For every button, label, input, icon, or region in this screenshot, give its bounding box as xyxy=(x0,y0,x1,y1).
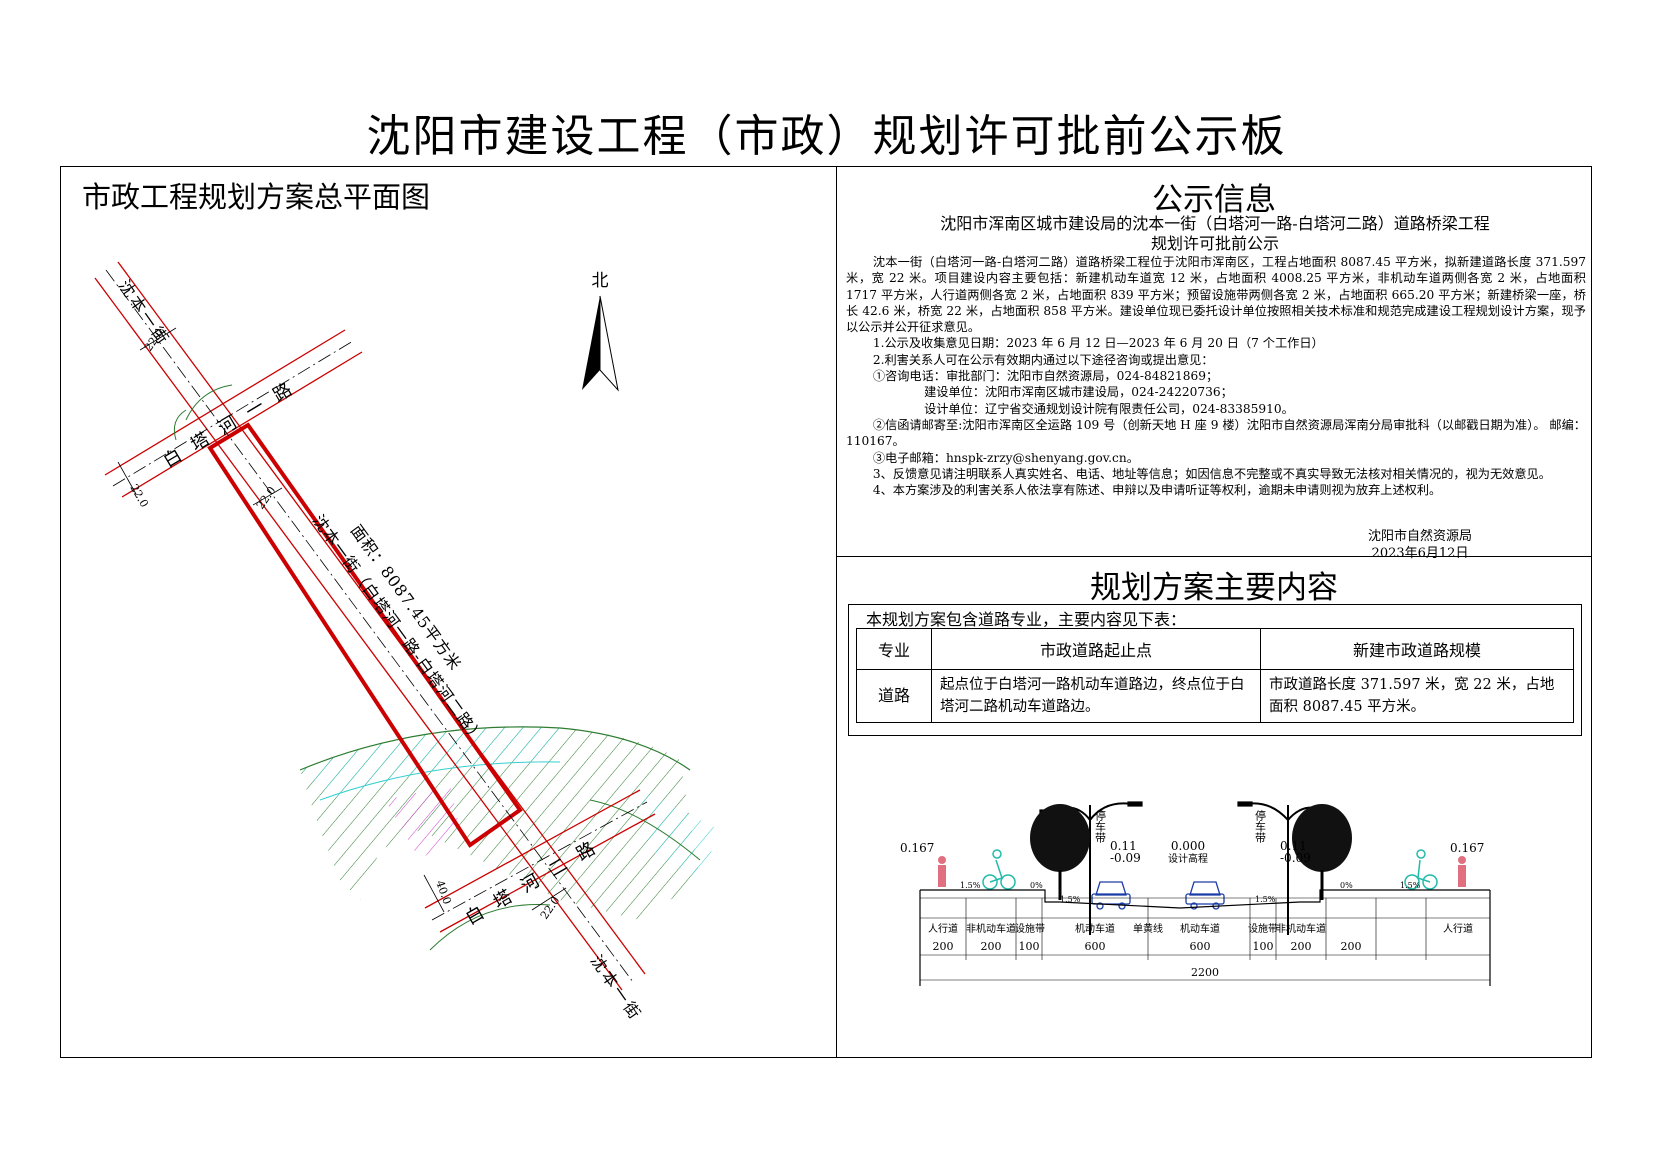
notice-paragraph: ③电子邮箱：hnspk-zrzy@shenyang.gov.cn。 xyxy=(872,450,1139,465)
lane-label: 非机动车道 xyxy=(1276,922,1326,935)
table-cell: 市政道路长度 371.597 米，宽 22 米，占地面积 8087.45 平方米… xyxy=(1260,669,1574,723)
lane-label: 机动车道 xyxy=(1075,922,1115,935)
notice-paragraph: 沈本一街（白塔河一路-白塔河二路）道路桥梁工程位于沈阳市浑南区，工程占地面积 8… xyxy=(846,255,1586,335)
table-cell: 道路 xyxy=(856,669,932,723)
notice-paragraph: 设计单位：辽宁省交通规划设计院有限责任公司，024-83385910。 xyxy=(924,401,1294,416)
width-label: 100 xyxy=(1253,940,1274,953)
board-frame xyxy=(60,166,1592,1058)
plan-heading: 规划方案主要内容 xyxy=(1090,570,1338,606)
width-label: 100 xyxy=(1019,940,1040,953)
elev-right: 0.167 xyxy=(1450,841,1484,855)
total-width-label: 2200 xyxy=(1191,966,1219,979)
table-header: 市政道路起止点 xyxy=(931,628,1261,670)
table-header: 专业 xyxy=(856,628,932,670)
elev-mid: 0.000 xyxy=(1171,839,1205,853)
map-title: 市政工程规划方案总平面图 xyxy=(82,180,431,214)
notice-paragraph: 3、反馈意见请注明联系人真实姓名、电话、地址等信息；如因信息不完整或不真实导致无… xyxy=(872,466,1551,481)
slope-label: 1.5% xyxy=(1060,895,1081,904)
pavement-profile xyxy=(919,889,1491,986)
plan-box xyxy=(848,604,1582,736)
notice-paragraph: 1.公示及收集意见日期：2023 年 6 月 12 日—2023 年 6 月 2… xyxy=(872,336,1324,351)
notice-subtitle-line-2: 规划许可批前公示 xyxy=(1150,234,1279,253)
width-label: 200 xyxy=(981,940,1002,953)
notice-subtitle-line-1: 沈阳市浑南区城市建设局的沈本一街（白塔河一路-白塔河二路）道路桥梁工程 xyxy=(940,214,1490,233)
road-cross-section: 停车带 停车带 0.167 0.167 0.11 -0.09 0.11 -0.0… xyxy=(900,801,1491,986)
lane-label: 非机动车道 xyxy=(966,922,1016,935)
width-label: 200 xyxy=(1291,940,1312,953)
plan-intro: 本规划方案包含道路专业，主要内容见下表： xyxy=(866,610,1187,629)
dimension-lines xyxy=(117,327,567,913)
cross-road-1-label: 白塔河一路 xyxy=(160,372,308,472)
page-title: 沈阳市建设工程（市政）规划许可批前公示板 xyxy=(366,111,1287,162)
elev-011-right: 0.11 xyxy=(1280,839,1307,853)
signer: 沈阳市自然资源局 xyxy=(1367,529,1472,544)
notice-paragraph: 4、本方案涉及的利害关系人依法享有陈述、申辩以及申请听证等权利，逾期未申请则视为… xyxy=(872,483,1442,498)
table-cell: 起点位于白塔河一路机动车道路边，终点位于白塔河二路机动车道路边。 xyxy=(931,669,1261,723)
slope-label: 1.5% xyxy=(960,881,981,890)
pedestrian-icon xyxy=(938,856,1466,887)
notice-paragraph: ①咨询电话：审批部门：沈阳市自然资源局，024-84821869； xyxy=(872,369,1219,384)
north-label: 北 xyxy=(592,271,609,291)
design-elev-label: 设计高程 xyxy=(1168,852,1208,865)
notice-paragraph: 建设单位：沈阳市浑南区城市建设局，024-24220736； xyxy=(924,385,1233,400)
north-arrow-icon xyxy=(582,295,619,392)
elev-009-left: -0.09 xyxy=(1110,851,1141,865)
lane-label: 人行道 xyxy=(928,922,958,935)
slope-label: 1.5% xyxy=(1400,881,1421,890)
dim-label-2: 22.0 xyxy=(127,482,151,510)
road-north-label: 沈本一街 xyxy=(115,276,174,349)
elev-011-left: 0.11 xyxy=(1110,839,1137,853)
width-label: 600 xyxy=(1085,940,1106,953)
sign-date: 2023年6月12日 xyxy=(1371,546,1469,561)
lane-label: 机动车道 xyxy=(1180,922,1220,935)
plan-table: 专业 市政道路起止点 新建市政道路规模 道路 起点位于白塔河一路机动车道路边，终… xyxy=(856,628,1574,723)
table-header: 新建市政道路规模 xyxy=(1260,628,1574,670)
main-road-label: 沈本一街（白塔河一路-白塔河二路） xyxy=(309,511,488,747)
tree-icon xyxy=(1030,804,1352,900)
street-lamp-icon xyxy=(1049,802,1329,935)
lane-label: 单黄线 xyxy=(1133,922,1163,935)
elev-009-right: -0.09 xyxy=(1280,851,1311,865)
notice-body: 沈本一街（白塔河一路-白塔河二路）道路桥梁工程位于沈阳市浑南区，工程占地面积 8… xyxy=(846,254,1586,498)
lane-label: 设施带 xyxy=(1248,922,1278,935)
notice-subtitle: 沈阳市浑南区城市建设局的沈本一街（白塔河一路-白塔河二路）道路桥梁工程 规划许可… xyxy=(870,214,1560,254)
width-label: 200 xyxy=(933,940,954,953)
slope-label: 1.5% xyxy=(1255,895,1276,904)
parking-label-right: 停车带 xyxy=(1254,809,1267,844)
centerlines xyxy=(105,269,648,983)
slope-label: 0% xyxy=(1340,881,1353,890)
cyclist-icon xyxy=(982,849,1438,890)
notice-paragraph: 2.利害关系人可在公示有效期内通过以下途径咨询或提出意见： xyxy=(872,352,1214,367)
vertical-divider xyxy=(836,166,837,1058)
table-row: 道路 起点位于白塔河一路机动车道路边，终点位于白塔河二路机动车道路边。 市政道路… xyxy=(856,669,1574,723)
table-header-row: 专业 市政道路起止点 新建市政道路规模 xyxy=(856,628,1574,670)
width-label: 200 xyxy=(1341,940,1362,953)
lane-label: 设施带 xyxy=(1015,922,1045,935)
notice-heading: 公示信息 xyxy=(1152,182,1276,218)
slope-label: 0% xyxy=(1030,881,1043,890)
road-red-lines xyxy=(94,261,656,991)
notice-paragraph: ②信函请邮寄至:沈阳市浑南区全运路 109 号（创新天地 H 座 9 楼）沈阳市… xyxy=(846,417,1586,449)
width-label: 600 xyxy=(1190,940,1211,953)
parking-label-left: 停车带 xyxy=(1094,809,1107,844)
elev-left: 0.167 xyxy=(900,841,934,855)
lane-label: 人行道 xyxy=(1443,922,1473,935)
site-plan-map: 22.0 22.0 22.0 40.0 22.0 北 沈本一街 白塔河一路 沈本… xyxy=(94,261,720,1025)
horizontal-divider xyxy=(836,556,1592,557)
